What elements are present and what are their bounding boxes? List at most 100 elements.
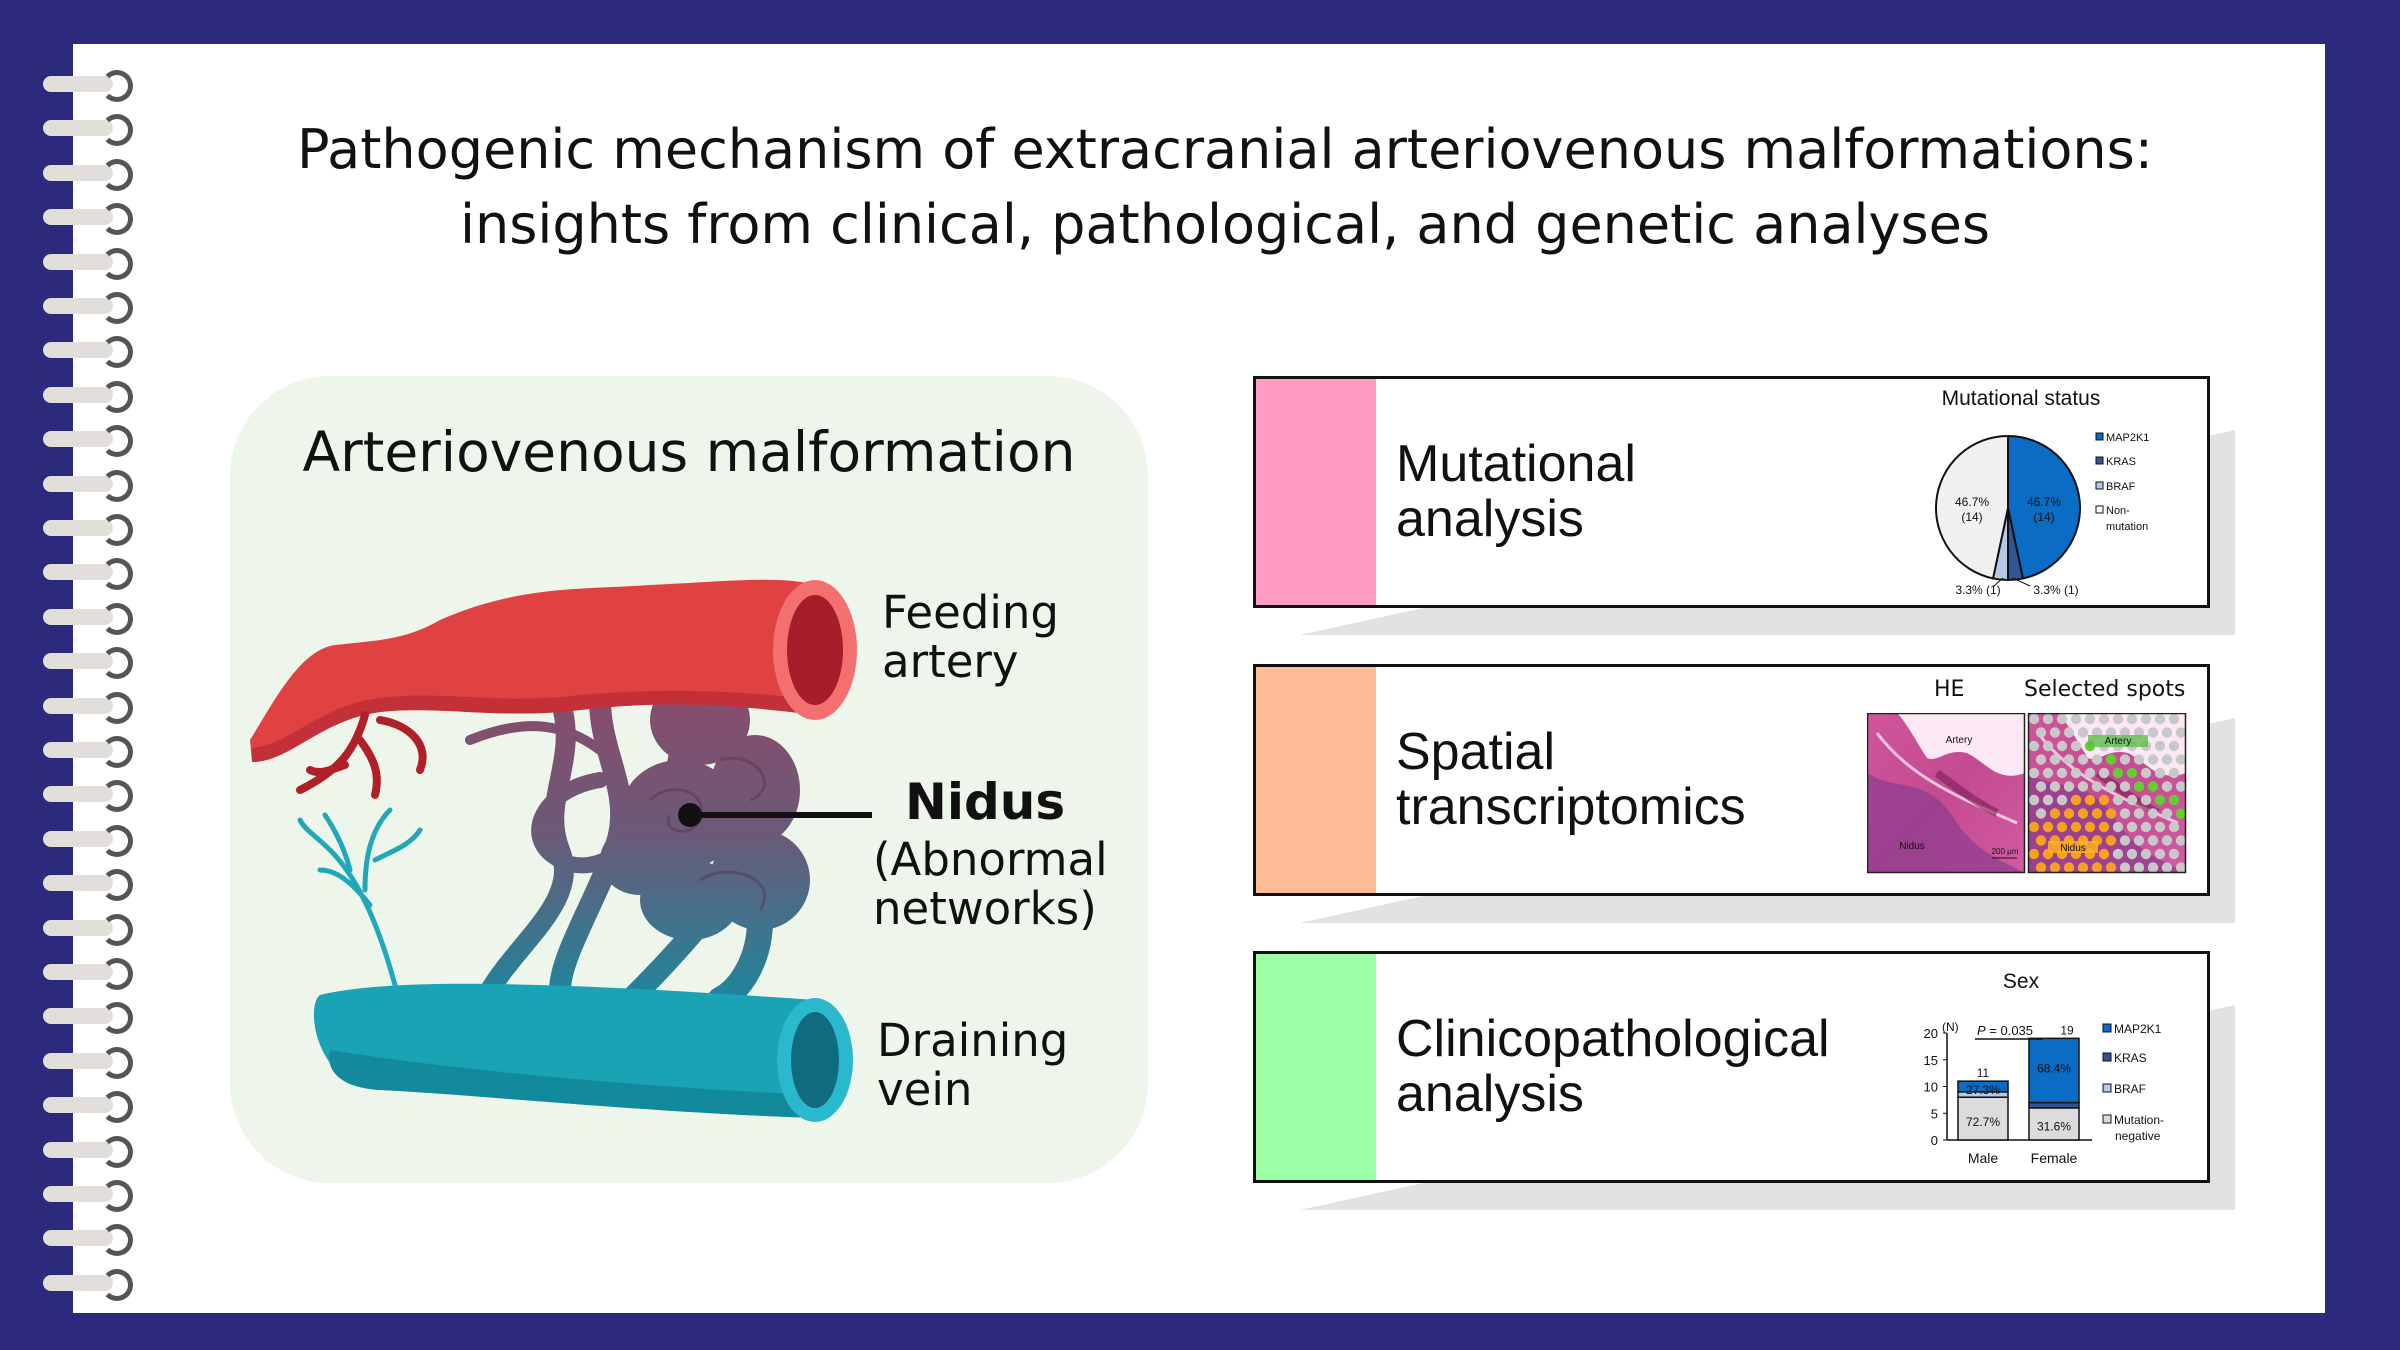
spot bbox=[2042, 740, 2054, 752]
spot bbox=[2098, 713, 2110, 725]
spot bbox=[2119, 808, 2131, 819]
ring-loop bbox=[101, 70, 133, 102]
spot bbox=[2028, 848, 2040, 860]
ring-bar bbox=[43, 386, 113, 403]
legend-swatch bbox=[2102, 1114, 2112, 1124]
binding-ring bbox=[43, 202, 133, 236]
p-value-number: = 0.035 bbox=[1986, 1023, 2033, 1038]
ring-bar bbox=[43, 120, 113, 137]
spot bbox=[2084, 821, 2096, 833]
spot bbox=[2147, 727, 2159, 738]
ring-bar bbox=[43, 431, 113, 448]
artery-label: Artery bbox=[2105, 736, 2132, 747]
title-line-2: insights from clinical, pathological, an… bbox=[459, 193, 1991, 256]
card-title-line: Spatial bbox=[1396, 723, 1555, 781]
pie-label-map2k1: 46.7% bbox=[2027, 495, 2061, 509]
ring-loop bbox=[101, 380, 133, 413]
spot bbox=[2175, 835, 2187, 846]
bar-total: 11 bbox=[1977, 1066, 1990, 1080]
binding-ring bbox=[43, 158, 133, 191]
ring-loop bbox=[101, 869, 133, 902]
card-title-line: Mutational bbox=[1396, 435, 1636, 493]
binding-ring bbox=[43, 113, 133, 147]
spot bbox=[2154, 740, 2166, 752]
ring-bar bbox=[43, 830, 113, 847]
bar-segment-map2k1 bbox=[1957, 1080, 2009, 1093]
ring-loop bbox=[101, 824, 133, 857]
title-line-1: Pathogenic mechanism of extracranial art… bbox=[297, 118, 2153, 181]
binding-ring bbox=[43, 69, 133, 102]
ring-bar bbox=[43, 919, 113, 936]
feeding-artery bbox=[250, 579, 857, 799]
spot bbox=[2105, 862, 2117, 873]
ring-bar bbox=[43, 1097, 113, 1114]
label-line: Draining bbox=[877, 1014, 1069, 1067]
spot bbox=[2070, 713, 2082, 725]
legend-swatch bbox=[2102, 1083, 2112, 1093]
y-tick-label: 0 bbox=[1931, 1133, 1938, 1148]
ring-loop bbox=[101, 514, 133, 546]
legend-swatch bbox=[2095, 432, 2104, 441]
ring-loop bbox=[101, 602, 133, 635]
binding-ring bbox=[43, 291, 133, 324]
scale-bar-label: 200 μm bbox=[1992, 847, 2019, 856]
ring-bar bbox=[43, 520, 113, 536]
ring-loop bbox=[101, 736, 133, 768]
mutational-status-pie-chart: Mutational status46.7%(14)46.7%(14)3.3% … bbox=[1935, 387, 2149, 597]
label-line: (Abnormal bbox=[873, 833, 1108, 886]
spot bbox=[2161, 808, 2173, 819]
chart-title: Sex bbox=[2003, 970, 2040, 993]
legend-label: BRAF bbox=[2106, 481, 2136, 493]
p-value: P = 0.035 bbox=[1977, 1023, 2033, 1038]
ring-loop bbox=[101, 247, 133, 280]
spot bbox=[2077, 754, 2089, 765]
artery-label: Artery bbox=[1946, 735, 1973, 746]
selected-spots-title: Selected spots bbox=[2024, 677, 2186, 702]
x-tick-label: Male bbox=[1968, 1150, 1999, 1166]
spot bbox=[2133, 835, 2145, 846]
spot bbox=[2140, 821, 2152, 833]
spot bbox=[2133, 862, 2145, 873]
spot bbox=[2042, 767, 2054, 779]
ring-loop bbox=[101, 958, 133, 990]
spot bbox=[2063, 727, 2075, 738]
spot bbox=[2133, 754, 2145, 765]
spot bbox=[2119, 781, 2131, 792]
spot bbox=[2147, 862, 2159, 873]
label-line: artery bbox=[882, 635, 1019, 688]
legend-swatch bbox=[2102, 1023, 2112, 1033]
card-color-stripe bbox=[1256, 954, 1376, 1180]
spot bbox=[2112, 821, 2124, 833]
feeding-artery-label: Feeding artery bbox=[882, 588, 1059, 686]
ring-bar bbox=[43, 564, 113, 581]
ring-loop bbox=[101, 913, 133, 946]
ring-loop bbox=[101, 203, 133, 236]
ring-bar bbox=[43, 742, 113, 758]
spot bbox=[2147, 754, 2159, 765]
leader-line bbox=[1993, 577, 2004, 587]
card-spatial-transcriptomics: Spatial transcriptomics HE Selected spot… bbox=[1253, 664, 2210, 896]
spot bbox=[2063, 862, 2075, 873]
spot bbox=[2084, 767, 2096, 779]
spatial-images: Artery Nidus 200 μm Artery Nidus bbox=[1867, 713, 2187, 875]
spot bbox=[2084, 794, 2096, 806]
spot bbox=[2035, 754, 2047, 765]
spot bbox=[2084, 713, 2096, 725]
legend-swatch bbox=[2102, 1052, 2112, 1062]
spot bbox=[2035, 727, 2047, 738]
ring-bar bbox=[43, 209, 113, 226]
pie-slice-map2k1 bbox=[2007, 434, 2081, 580]
legend-swatch bbox=[2095, 481, 2104, 490]
spot bbox=[2049, 727, 2061, 738]
binding-ring bbox=[43, 1223, 133, 1257]
spot bbox=[2056, 821, 2068, 833]
binding-ring bbox=[43, 380, 133, 413]
spot bbox=[2056, 767, 2068, 779]
y-tick-label: 5 bbox=[1931, 1106, 1938, 1121]
binding-ring bbox=[43, 779, 133, 813]
legend-label: KRAS bbox=[2106, 456, 2136, 468]
binding-ring bbox=[43, 957, 133, 990]
x-tick-label: Female bbox=[2031, 1150, 2078, 1166]
